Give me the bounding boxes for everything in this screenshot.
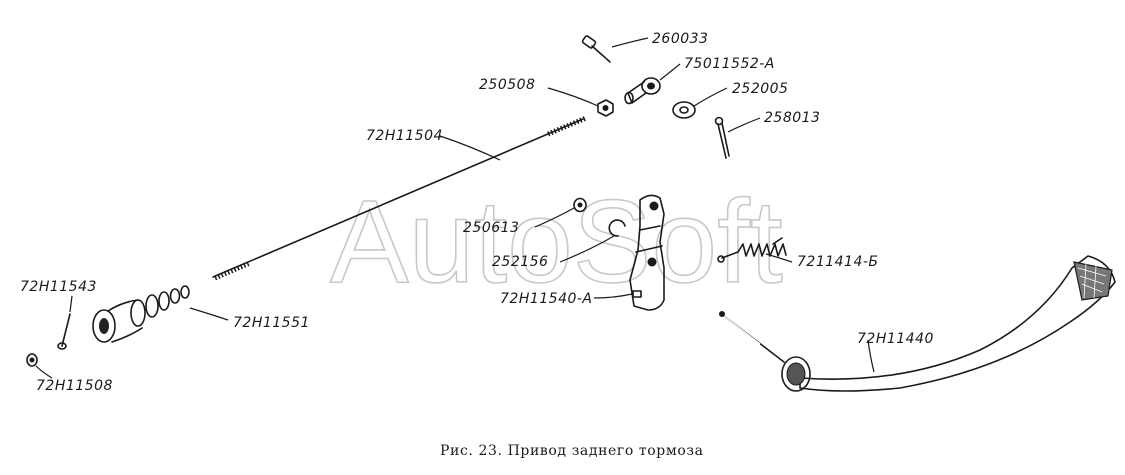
cotter-pin-part	[714, 116, 730, 159]
label-252005: 252005	[732, 81, 788, 97]
watermark-text: AutoSoft	[330, 176, 783, 308]
label-258013: 258013	[764, 110, 820, 126]
washer-part	[672, 101, 696, 119]
leader-lines	[35, 37, 875, 379]
label-72h11543: 72Н11543	[20, 279, 97, 295]
label-72h11440: 72Н11440	[857, 331, 934, 347]
brake-rod-part	[212, 115, 587, 281]
nut-part	[597, 99, 614, 117]
label-72h11551: 72Н11551	[233, 315, 310, 331]
label-250613: 250613	[463, 220, 519, 236]
spring-washer-part	[608, 219, 626, 237]
label-72h11508: 72Н11508	[36, 378, 113, 394]
bolt-part	[581, 35, 611, 63]
small-nut-part	[573, 197, 587, 213]
brake-pedal-part	[719, 255, 1116, 392]
figure-caption: Рис. 23. Привод заднего тормоза	[440, 443, 704, 459]
label-260033: 260033	[652, 31, 708, 47]
eye-fitting-part	[624, 77, 661, 105]
label-72h11504: 72Н11504	[366, 128, 443, 144]
small-cap-part	[26, 353, 38, 367]
return-spring-part	[717, 237, 787, 263]
label-75011552-a: 75011552-А	[684, 56, 775, 72]
label-250508: 250508	[479, 77, 535, 93]
label-72h11540-a: 72Н11540-А	[500, 291, 593, 307]
clevis-pin-part	[57, 313, 71, 350]
brake-lever-part	[629, 194, 665, 311]
label-252156: 252156	[492, 254, 548, 270]
rubber-boot-part	[92, 285, 190, 343]
label-7211414-b: 7211414-Б	[797, 254, 879, 270]
